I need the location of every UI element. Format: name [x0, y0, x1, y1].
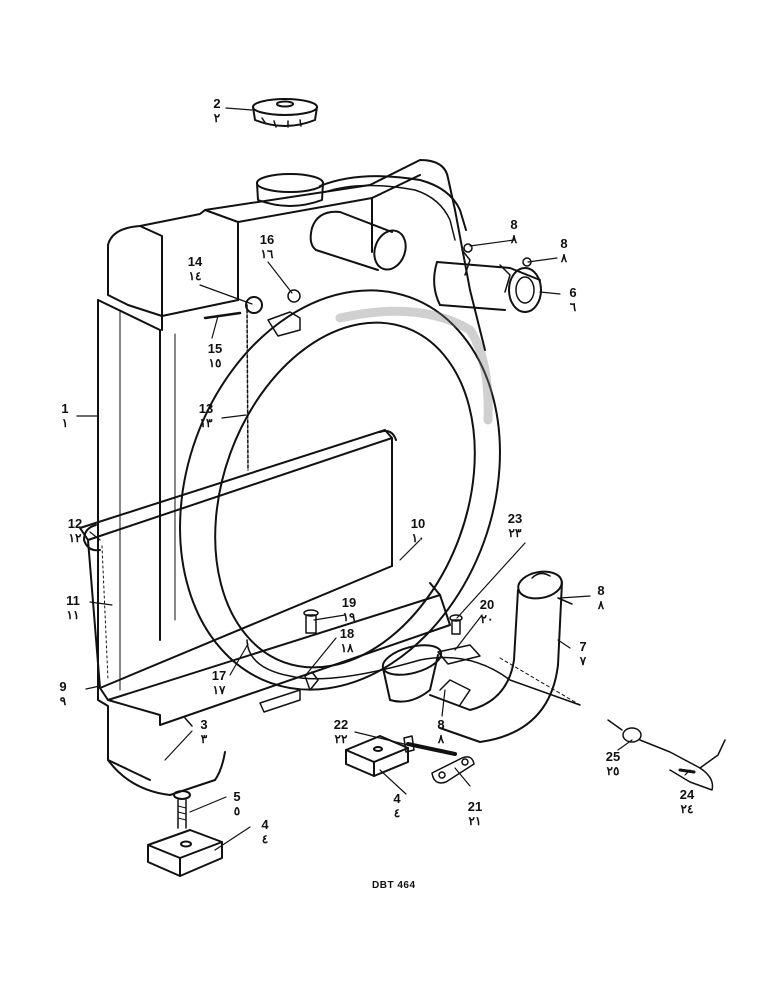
leader-lines: [76, 107, 691, 851]
blind-tray: [99, 582, 451, 727]
mounting-stud: [173, 790, 191, 829]
radiator-header-tank: [107, 159, 456, 331]
clip-plate: [431, 756, 475, 784]
radiator-cap: [252, 98, 318, 128]
figure-caption: DBT 464: [372, 880, 416, 891]
lower-hose: [381, 570, 573, 743]
cable-end-fittings: [607, 719, 726, 791]
mounting-pads: [147, 735, 409, 877]
upper-hose: [433, 243, 542, 313]
blind-cord-and-pulleys: [203, 289, 301, 471]
control-cable: [246, 639, 581, 706]
fan-cowl: [179, 289, 501, 691]
upper-outlet-pipe: [309, 210, 407, 271]
radiator-core: [97, 209, 486, 796]
filler-neck: [256, 173, 467, 241]
cable-bracket: [437, 644, 581, 706]
